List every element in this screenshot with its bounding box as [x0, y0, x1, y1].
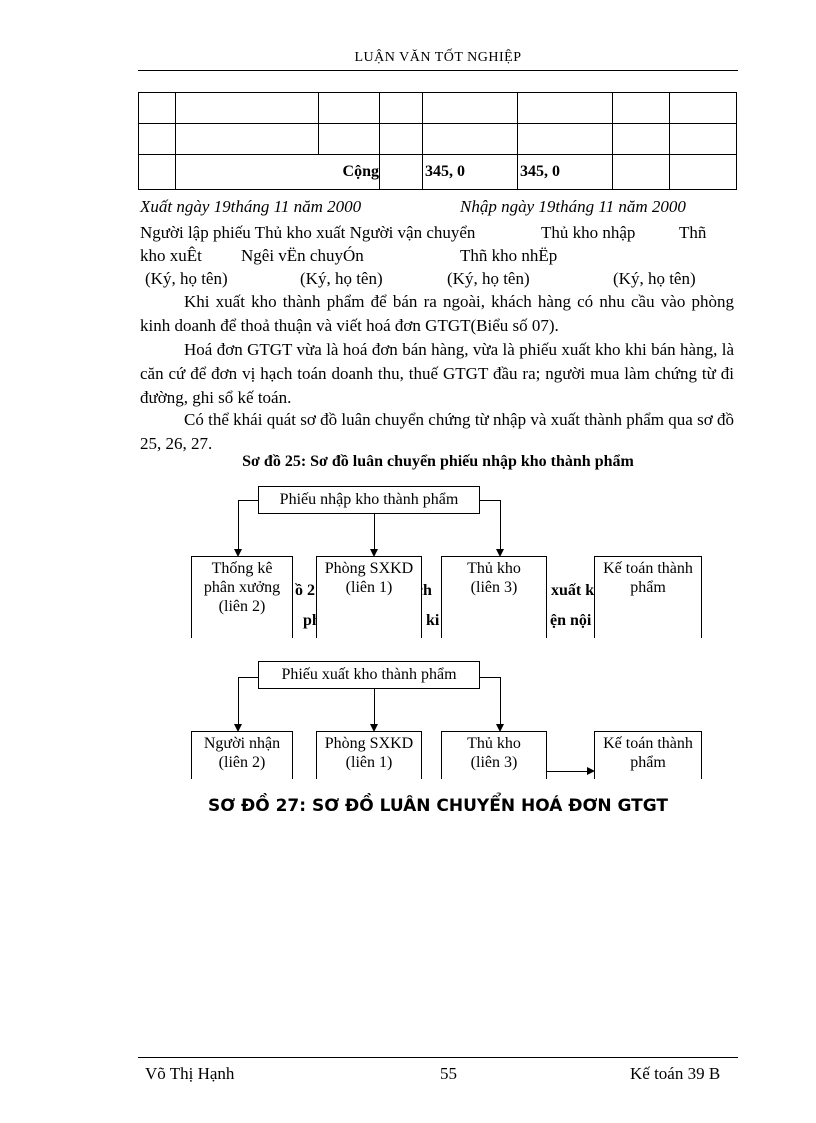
signature-roles-line2-c: Thñ kho nhËp — [460, 246, 558, 265]
body-paragraph: Có thể khái quát sơ đồ luân chuyển chứng… — [140, 410, 734, 453]
connector — [500, 677, 501, 725]
connector — [238, 500, 239, 550]
arrow-down-icon — [370, 549, 378, 557]
connector — [500, 500, 501, 550]
page-header-title: LUẬN VĂN TỐT NGHIỆP — [354, 50, 522, 65]
sign-instruction-3: (Ký, họ tên) — [447, 269, 530, 288]
connector — [238, 677, 239, 725]
signature-role-import: Thủ kho nhập — [541, 223, 636, 242]
connector — [238, 500, 258, 501]
diagram-25-title: Sơ đồ 25: Sơ đồ luân chuyển phiếu nhập k… — [242, 453, 634, 470]
total-value-1: 345, 0 — [422, 154, 518, 190]
footer-page-number: 55 — [440, 1064, 457, 1083]
footer-class: Kế toán 39 B — [630, 1064, 721, 1083]
header-rule — [138, 70, 738, 71]
diagram-26-target-storekeeper: Thủ kho(liên 3) — [441, 731, 547, 779]
arrow-down-icon — [496, 724, 504, 732]
connector — [238, 677, 258, 678]
hidden-fragment: ện nội — [550, 612, 592, 629]
diagram-25-target-sxkd: Phòng SXKD(liên 1) — [316, 556, 422, 638]
signature-roles-line2-a: kho xuÊt — [140, 246, 202, 265]
diagram-26-target-receiver: Người nhận(liên 2) — [191, 731, 293, 779]
body-paragraph: Khi xuất kho thành phẩm để bán ra ngoài,… — [140, 292, 734, 335]
signature-roles-line1: Người lập phiếu Thủ kho xuất Người vận c… — [140, 223, 476, 242]
connector — [480, 677, 500, 678]
hidden-fragment: xuất k — [551, 582, 595, 599]
diagram-25-target-storekeeper: Thủ kho(liên 3) — [441, 556, 547, 638]
arrow-down-icon — [234, 549, 242, 557]
signature-role-fragment: Thñ — [679, 223, 707, 242]
connector — [480, 500, 500, 501]
arrow-down-icon — [370, 724, 378, 732]
table-row — [138, 123, 737, 155]
arrow-right-icon — [587, 767, 595, 775]
connector — [547, 771, 587, 772]
sign-instruction-4: (Ký, họ tên) — [613, 269, 696, 288]
connector — [374, 514, 375, 550]
sign-instruction-1: (Ký, họ tên) — [145, 269, 228, 288]
diagram-26-source-box: Phiếu xuất kho thành phẩm — [258, 661, 480, 689]
footer-author: Võ Thị Hạnh — [145, 1064, 235, 1083]
sign-instruction-2: (Ký, họ tên) — [300, 269, 383, 288]
table-total-row: Cộng 345, 0 345, 0 — [138, 154, 737, 190]
diagram-27-title: SƠ ĐỒ 27: SƠ ĐỒ LUÂN CHUYỂN HOÁ ĐƠN GTGT — [207, 796, 669, 816]
connector — [374, 689, 375, 725]
diagram-25-source-box: Phiếu nhập kho thành phẩm — [258, 486, 480, 514]
total-value-2: 345, 0 — [517, 154, 613, 190]
hidden-fragment: ki — [426, 612, 440, 629]
arrow-down-icon — [234, 724, 242, 732]
footer-rule — [138, 1057, 738, 1058]
body-paragraph: Hoá đơn GTGT vừa là hoá đơn bán hàng, vừ… — [140, 340, 734, 407]
signature-roles-line2-b: Ng­êi vËn chuyÓn — [241, 246, 364, 265]
export-date: Xuất ngày 19tháng 11 năm 2000 — [140, 197, 362, 216]
total-label: Cộng — [175, 154, 380, 190]
import-date: Nhập ngày 19tháng 11 năm 2000 — [460, 197, 686, 216]
diagram-26-target-sxkd: Phòng SXKD(liên 1) — [316, 731, 422, 779]
hidden-fragment: ồ 2 — [295, 582, 315, 599]
ledger-table: Cộng 345, 0 345, 0 — [138, 92, 737, 190]
table-row — [138, 92, 737, 124]
arrow-down-icon — [496, 549, 504, 557]
